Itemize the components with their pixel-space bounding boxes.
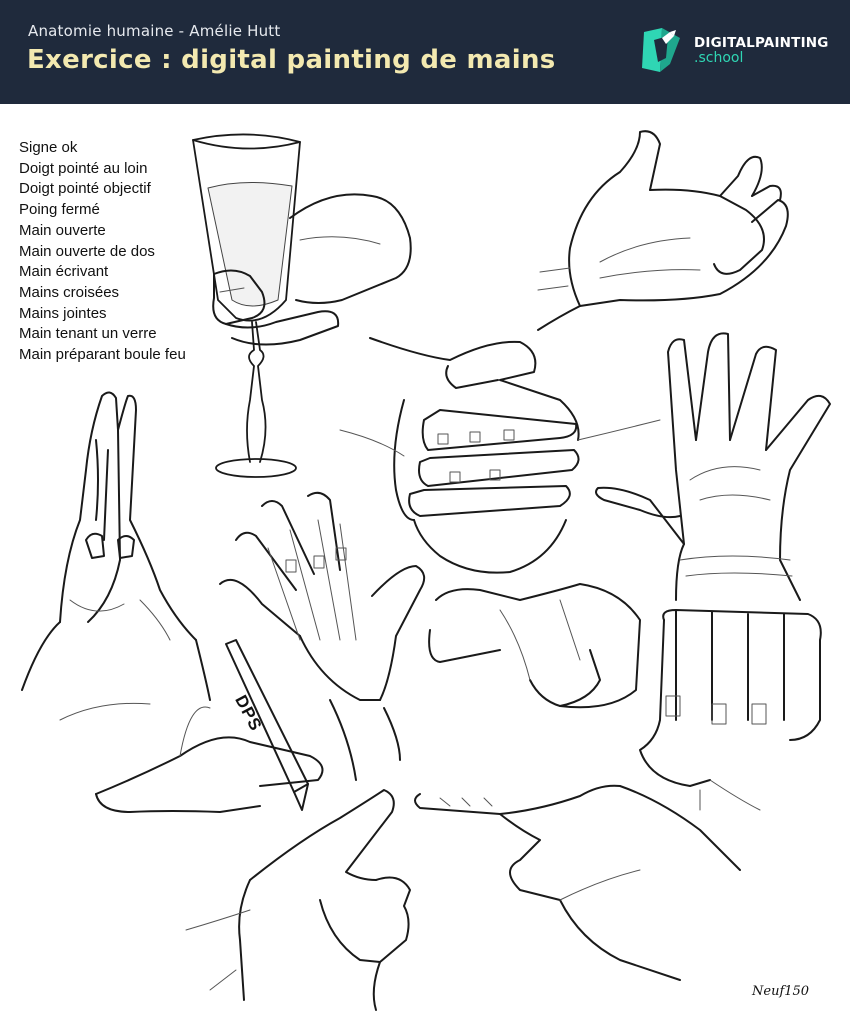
writing-hand-sketch xyxy=(59,639,324,813)
open-hand-palm-up-sketch xyxy=(537,130,789,331)
pose-item: Main ouverte de dos xyxy=(19,242,155,260)
hand-sketches-artwork xyxy=(21,130,831,1011)
pose-item: Main préparant boule feu xyxy=(19,346,186,364)
exercise-title: Exercice : digital painting de mains xyxy=(27,45,556,75)
open-hand-spread-sketch xyxy=(595,332,831,601)
pose-item: Mains croisées xyxy=(19,283,120,301)
pose-item: Main ouverte xyxy=(19,221,106,239)
artist-signature: Neuf150 xyxy=(752,984,810,999)
digitalpainting-logo[interactable]: DIGITALPAINTING .school xyxy=(640,26,840,76)
logo-brand-text: DIGITALPAINTING xyxy=(694,35,829,51)
thumbs-up-sketch xyxy=(185,789,411,1011)
pose-item: Mains jointes xyxy=(19,304,107,322)
praying-hands-sketch xyxy=(21,391,211,701)
hand-holding-glass-sketch xyxy=(192,133,412,478)
clasped-hands-sketch xyxy=(339,337,661,574)
glass-foot xyxy=(215,458,297,478)
pose-item: Doigt pointé objectif xyxy=(19,180,151,198)
hand-back-skeleton-sketch xyxy=(219,491,426,781)
closed-fist-sketch xyxy=(639,609,822,811)
pose-item: Signe ok xyxy=(19,139,78,156)
pointing-far-sketch xyxy=(414,784,741,981)
pose-item: Poing fermé xyxy=(19,201,100,219)
logo-pencil-icon xyxy=(642,28,680,72)
pointing-at-viewer-sketch xyxy=(428,583,641,709)
pose-item: Main écrivant xyxy=(19,263,109,281)
glass-liquid xyxy=(207,181,293,307)
header-banner: Anatomie humaine - Amélie Hutt Exercice … xyxy=(0,0,850,104)
course-subtitle: Anatomie humaine - Amélie Hutt xyxy=(28,22,281,40)
logo-school-text: .school xyxy=(694,50,744,66)
pose-list: Signe ok Doigt pointé au loin Doigt poin… xyxy=(19,138,186,366)
pose-item: Main tenant un verre xyxy=(19,325,157,343)
pose-item: Doigt pointé au loin xyxy=(19,159,148,177)
